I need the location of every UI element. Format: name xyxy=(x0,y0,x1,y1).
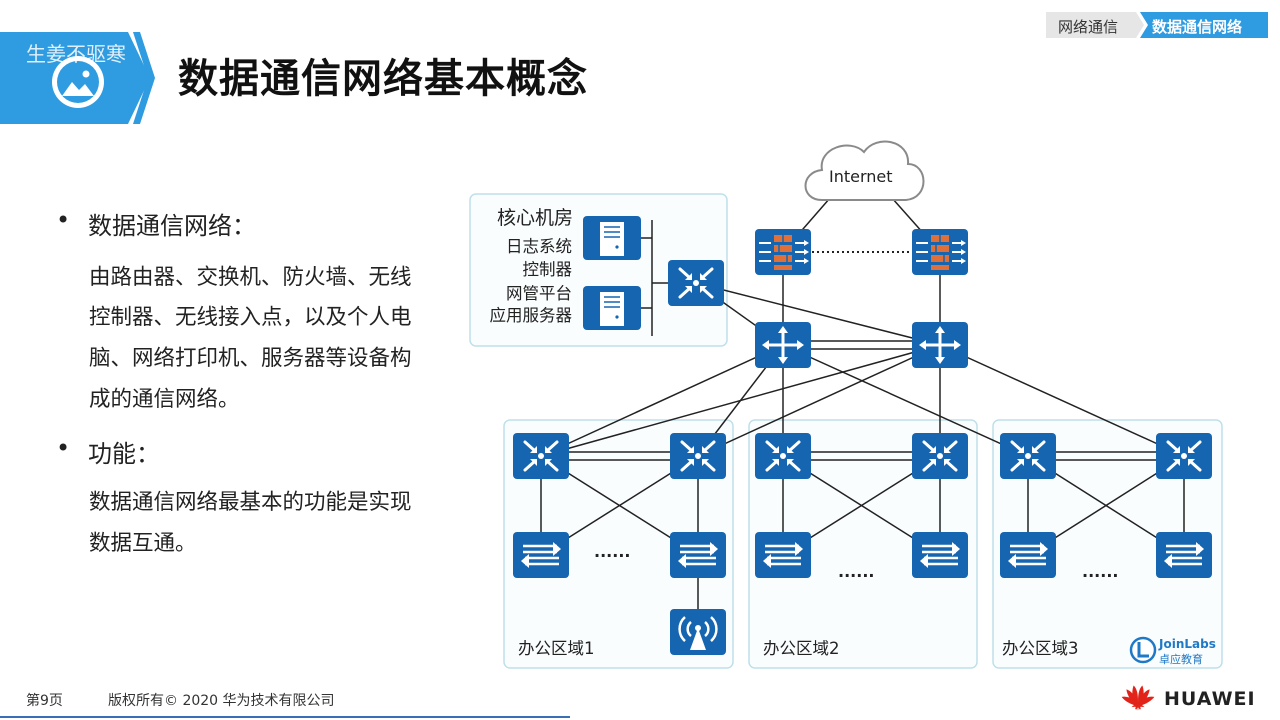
joinlabs-logo-icon xyxy=(1129,636,1157,664)
breadcrumb-item-network[interactable]: 网络通信 xyxy=(1058,18,1119,36)
joinlabs-name: JoinLabs xyxy=(1159,637,1216,651)
core-room-box xyxy=(469,193,728,347)
server-label: 控制器 xyxy=(522,260,573,279)
breadcrumb xyxy=(1046,12,1268,38)
image-icon xyxy=(52,56,104,108)
watermark-text: 生姜不驱寒 xyxy=(26,42,126,66)
core-switch-icon xyxy=(666,258,726,308)
bullet-line: 数据通信网络最基本的功能是实现 xyxy=(89,490,412,515)
breadcrumb-item-current[interactable]: 数据通信网络 xyxy=(1152,18,1243,36)
bullet-dot: • xyxy=(56,206,71,234)
ellipsis: ...... xyxy=(1082,562,1119,581)
aggregation-switch-icon xyxy=(910,431,970,481)
core-room-title: 核心机房 xyxy=(497,207,574,229)
aggregation-switch-icon xyxy=(753,431,813,481)
router-icon xyxy=(753,320,813,370)
wireless-ap-icon xyxy=(668,607,728,657)
office-area-label: 办公区域3 xyxy=(1002,639,1079,658)
ellipsis: ...... xyxy=(838,562,875,581)
footer-divider xyxy=(0,716,570,718)
bullet-title-definition: 数据通信网络： xyxy=(88,212,256,240)
aggregation-switch-icon xyxy=(998,431,1058,481)
server-label: 日志系统 xyxy=(506,237,572,256)
huawei-logo-icon xyxy=(1121,685,1155,711)
bullet-dot: • xyxy=(56,434,71,462)
bullet-line: 成的通信网络。 xyxy=(89,387,240,412)
bullet-line: 脑、网络打印机、服务器等设备构 xyxy=(89,346,412,371)
server-label: 应用服务器 xyxy=(489,306,573,325)
access-switch-icon xyxy=(668,530,728,580)
aggregation-switch-icon xyxy=(511,431,571,481)
huawei-logo-text: HUAWEI xyxy=(1164,688,1256,710)
firewall-icon xyxy=(754,228,812,276)
router-icon xyxy=(910,320,970,370)
access-switch-icon xyxy=(910,530,970,580)
access-switch-icon xyxy=(753,530,813,580)
ellipsis: ...... xyxy=(594,542,631,561)
section-badge xyxy=(0,32,155,124)
access-switch-icon xyxy=(511,530,571,580)
joinlabs-subtitle: 卓应教育 xyxy=(1159,653,1203,666)
bullet-line: 由路由器、交换机、防火墙、无线 xyxy=(89,265,412,290)
aggregation-switch-icon xyxy=(1154,431,1214,481)
office-area-box-2 xyxy=(748,419,978,669)
firewall-icon xyxy=(911,228,969,276)
server-label: 网管平台 xyxy=(506,284,572,303)
copyright-text: 版权所有© 2020 华为技术有限公司 xyxy=(108,693,335,709)
access-switch-icon xyxy=(998,530,1058,580)
server-icon xyxy=(582,215,642,261)
office-area-box-3 xyxy=(992,419,1223,669)
aggregation-switch-icon xyxy=(668,431,728,481)
access-switch-icon xyxy=(1154,530,1214,580)
bullet-title-function: 功能： xyxy=(88,440,160,468)
office-area-label: 办公区域2 xyxy=(763,639,840,658)
page-number: 第9页 xyxy=(26,693,63,709)
bullet-line: 数据互通。 xyxy=(89,531,197,556)
bullet-line: 控制器、无线接入点，以及个人电 xyxy=(89,305,412,330)
page-title: 数据通信网络基本概念 xyxy=(178,56,588,102)
network-diagram xyxy=(469,140,1223,669)
office-area-label: 办公区域1 xyxy=(518,639,595,658)
server-icon xyxy=(582,285,642,331)
internet-cloud xyxy=(804,140,925,201)
internet-label: Internet xyxy=(829,167,893,186)
